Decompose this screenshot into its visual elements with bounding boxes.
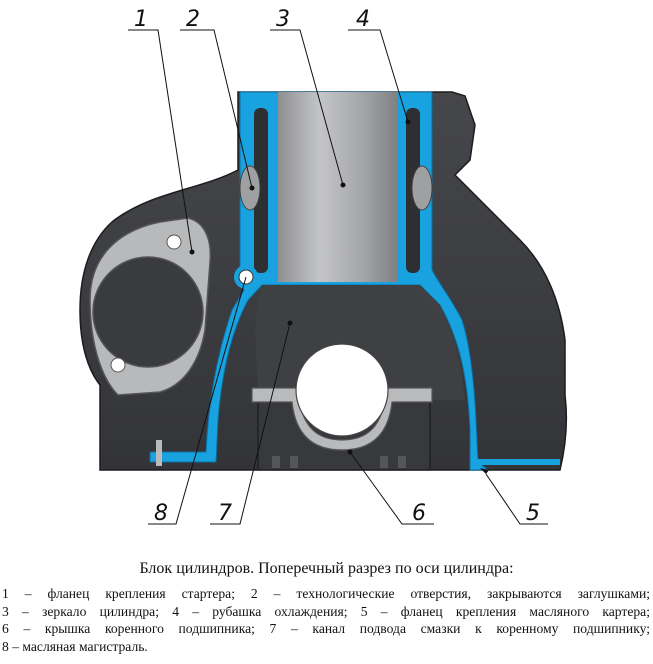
callout-2: 2 — [186, 7, 200, 32]
leader-1 — [128, 29, 193, 253]
figure-caption: Блок цилиндров. Поперечный разрез по оси… — [139, 560, 514, 577]
legend-line: 6 – крышка коренного подшипника; 7 – кан… — [2, 621, 650, 636]
figure-legend: 1 – фланец крепления стартера; 2 – техно… — [2, 585, 650, 655]
callout-4: 4 — [356, 7, 370, 32]
technological-hole-right — [411, 165, 433, 211]
cap-bolt-1 — [272, 456, 280, 468]
flange-bolt-hole-top — [166, 234, 182, 250]
jacket-cavity-left — [254, 108, 268, 273]
leader-6 — [349, 451, 434, 525]
legend-line: 3 – зеркало цилиндра; 4 – рубашка охлажд… — [2, 603, 650, 619]
flange-bolt-hole-bottom — [110, 357, 126, 373]
bearing-cap-seat — [251, 387, 433, 451]
leader-3 — [270, 29, 344, 186]
leader-2 — [180, 29, 253, 189]
cap-bolt-3 — [380, 456, 388, 468]
callout-3: 3 — [276, 7, 290, 32]
callout-5: 5 — [526, 501, 540, 526]
cylinder-bore — [278, 92, 398, 282]
cap-bolt-2 — [290, 456, 298, 468]
main-bearing-bore — [295, 343, 389, 437]
starter-flange-opening — [92, 256, 204, 368]
legend-line: 1 – фланец крепления стартера; 2 – техно… — [2, 586, 650, 601]
leader-dots — [189, 119, 411, 455]
leader-7 — [210, 322, 291, 525]
leader-5 — [485, 473, 548, 525]
callout-7: 7 — [218, 501, 232, 526]
leader-lines — [128, 29, 548, 525]
cap-bolt-4 — [398, 456, 406, 468]
leader-5-arrow — [480, 468, 489, 474]
leader-8 — [148, 276, 247, 525]
dowel-pin — [156, 440, 162, 466]
leader-4 — [348, 29, 409, 123]
legend-line: 8 – масляная магистраль. — [2, 638, 148, 654]
cylinder-block-cross-section: 1 2 3 4 5 6 7 8 — [79, 7, 568, 526]
callout-1: 1 — [134, 7, 148, 32]
callout-6: 6 — [412, 501, 426, 526]
callout-8: 8 — [154, 501, 168, 526]
